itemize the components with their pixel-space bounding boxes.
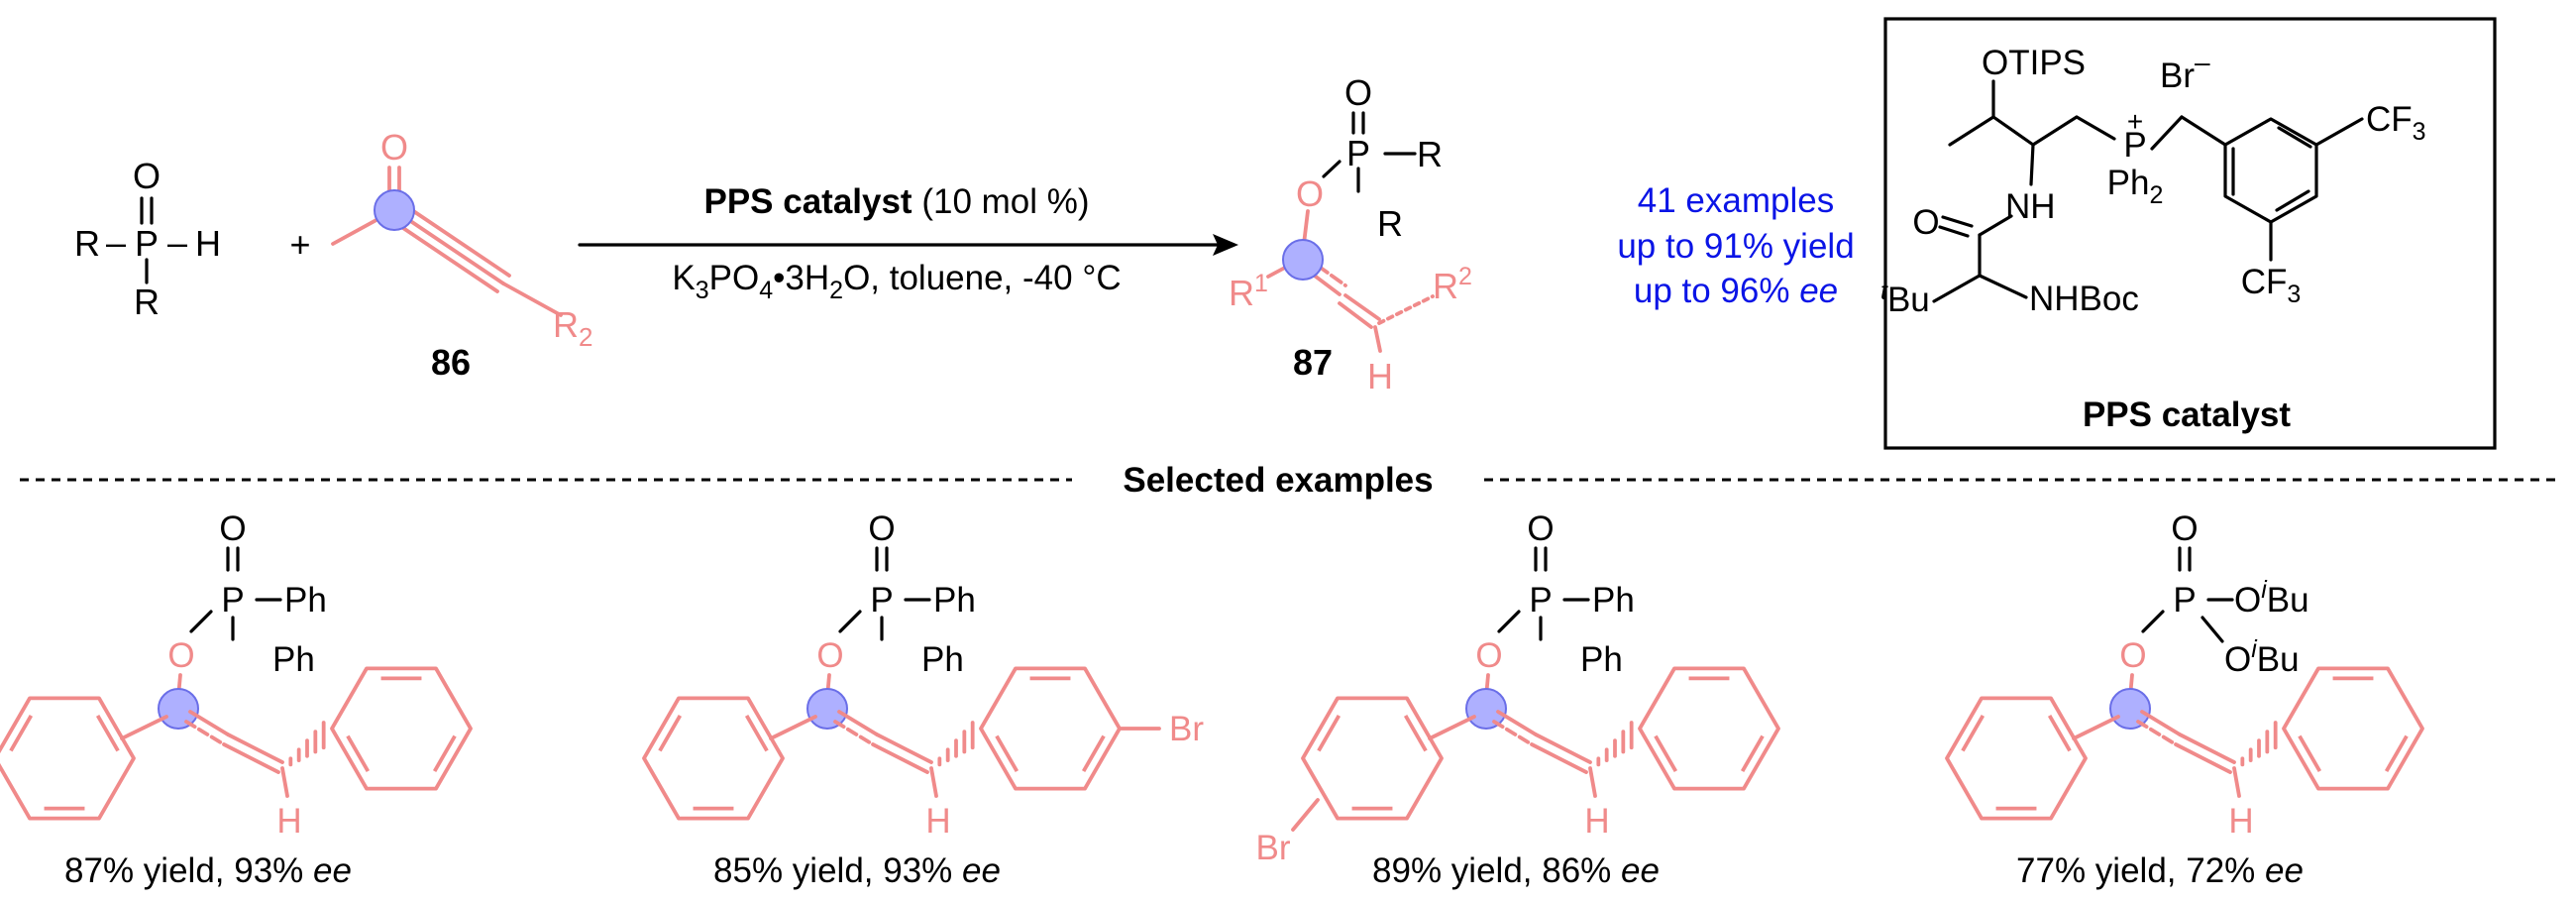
atom-o-ester: O xyxy=(2119,636,2146,675)
reactant-ynone: O R2 xyxy=(331,127,592,352)
atom-o-ester: O xyxy=(167,636,194,675)
substituent-ph: Ph xyxy=(921,640,964,679)
substituent-r2: R2 xyxy=(1433,263,1472,306)
atom-o-top: O xyxy=(1344,72,1372,113)
substituent-br: Br xyxy=(1169,710,1204,748)
atom-h: H xyxy=(195,223,221,264)
atom-h: H xyxy=(1367,356,1393,396)
compound-number-87: 87 xyxy=(1293,342,1333,383)
atom-p: P xyxy=(2173,581,2196,620)
atom-h: H xyxy=(925,802,950,841)
atom-r-bottom: R xyxy=(134,282,160,322)
atom-o: O xyxy=(380,127,408,168)
scope-summary: 41 examples up to 91% yield up to 96% ee xyxy=(1617,181,1854,310)
label-cf3-top: CF3 xyxy=(2366,100,2426,146)
compound-number-86: 86 xyxy=(431,342,471,383)
reactive-site-dot xyxy=(1465,688,1507,730)
atom-o-ester: O xyxy=(1296,173,1324,214)
benzene-ring xyxy=(2282,666,2424,791)
substituent-oibu-1: OiBu xyxy=(2234,576,2309,620)
catalyst-name: PPS catalyst xyxy=(2083,395,2291,434)
atom-o-top: O xyxy=(219,509,246,548)
label-o: O xyxy=(1912,203,1939,242)
atom-h: H xyxy=(1584,802,1609,841)
benzene-ring xyxy=(1638,666,1780,791)
summary-examples: 41 examples xyxy=(1638,181,1834,220)
substituent-r2: R2 xyxy=(553,304,592,352)
reactive-site-dot xyxy=(806,688,848,730)
bond-dash-left: – xyxy=(106,222,126,263)
summary-yield: up to 91% yield xyxy=(1617,227,1854,266)
label-nh: NH xyxy=(2005,187,2056,226)
product-allenyl-phosphate: O P R R O R1 R2 H xyxy=(1229,72,1472,396)
substituent-ph: Ph xyxy=(933,581,976,620)
atom-o-top: O xyxy=(1527,509,1554,548)
substituent-ph: Ph xyxy=(284,581,327,620)
example-yield-caption: 89% yield, 86% ee xyxy=(1372,851,1660,890)
atom-p: P xyxy=(135,223,159,264)
reactive-site-dot xyxy=(158,688,199,730)
atom-p: P xyxy=(1346,133,1370,173)
conditions-catalyst: PPS catalyst (10 mol %) xyxy=(703,182,1089,221)
atom-o-top: O xyxy=(868,509,895,548)
atom-p: P xyxy=(1529,581,1552,620)
label-p: P xyxy=(2123,126,2146,165)
benzene-ring xyxy=(1945,696,2088,821)
atom-h: H xyxy=(2228,802,2253,841)
label-ph2: Ph2 xyxy=(2107,164,2164,209)
atom-h: H xyxy=(276,802,301,841)
atom-p: P xyxy=(870,581,893,620)
reactive-site-dot xyxy=(1282,239,1324,281)
reaction-arrow xyxy=(578,234,1238,256)
benzene-ring xyxy=(642,696,785,821)
reactive-site-dot xyxy=(2109,688,2151,730)
benzene-ring xyxy=(0,696,136,821)
atom-p: P xyxy=(221,581,244,620)
substituent-ph: Ph xyxy=(1592,581,1635,620)
plus-sign: + xyxy=(289,224,310,265)
substituent-br: Br xyxy=(1256,829,1291,867)
label-cf3-bottom: CF3 xyxy=(2241,263,2302,308)
example-yield-caption: 85% yield, 93% ee xyxy=(713,851,1001,890)
substituent-r1: R1 xyxy=(1229,270,1268,313)
atom-r-left: R xyxy=(74,223,100,264)
selected-examples-heading: Selected examples xyxy=(1123,461,1433,500)
example-yield-caption: 87% yield, 93% ee xyxy=(64,851,352,890)
label-tbu: tBu xyxy=(1880,278,1930,319)
label-otips: OTIPS xyxy=(1982,44,2086,82)
substituent-oibu-2: OiBu xyxy=(2224,635,2300,679)
atom-o-top: O xyxy=(2171,509,2198,548)
atom-o-ester: O xyxy=(816,636,843,675)
benzene-ring xyxy=(330,666,473,791)
atom-o: O xyxy=(133,156,161,196)
atom-o-ester: O xyxy=(1475,636,1502,675)
benzene-ring xyxy=(979,666,1122,791)
catalyst-box: OTIPS Br– + P Ph2 CF3 CF3 O NH tBu NHBoc… xyxy=(1880,17,2497,450)
bond-dash-right: – xyxy=(167,222,187,263)
conditions-base-solvent: K3PO4•3H2O, toluene, -40 °C xyxy=(672,259,1121,304)
summary-ee: up to 96% ee xyxy=(1634,272,1838,310)
substituent-ph: Ph xyxy=(1580,640,1623,679)
substituent-ph: Ph xyxy=(272,640,315,679)
atom-r-bottom: R xyxy=(1377,203,1403,244)
example-yield-caption: 77% yield, 72% ee xyxy=(2016,851,2304,890)
label-p-charge: + xyxy=(2127,106,2143,137)
reactive-site-dot xyxy=(374,189,415,231)
label-nhboc: NHBoc xyxy=(2029,280,2139,318)
atom-r-right: R xyxy=(1417,134,1443,174)
reactant-phosphine-oxide: O P R – – H R xyxy=(74,156,221,322)
label-br: Br– xyxy=(2160,47,2210,95)
benzene-ring xyxy=(1301,696,1444,821)
